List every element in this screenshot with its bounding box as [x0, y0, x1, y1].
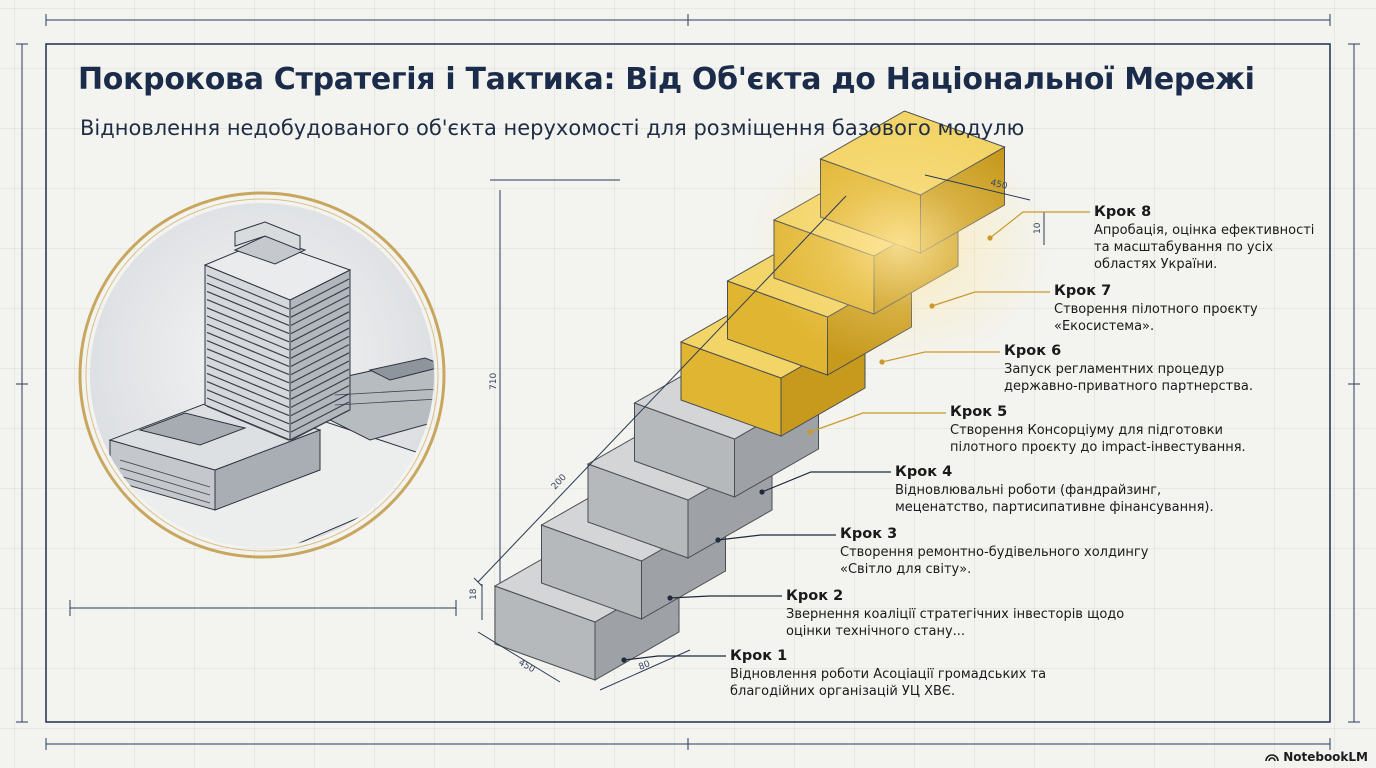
brand-notebooklm: NotebookLM	[1265, 750, 1368, 764]
step-6-description: Запуск регламентних процедур державно-пр…	[1004, 362, 1254, 394]
leader-dot-step-8	[987, 235, 993, 241]
leader-dot-step-3	[715, 537, 721, 543]
brand-label: NotebookLM	[1283, 750, 1368, 764]
dim-label-top-height: 10	[1033, 222, 1043, 234]
notebooklm-logo-icon	[1265, 754, 1279, 762]
step-2: Крок 2 Звернення коаліції стратегічних ін…	[786, 587, 1124, 640]
step-3-description: Створення ремонтно-будівельного холдингу…	[840, 545, 1149, 577]
stair-dimensions	[473, 174, 1045, 691]
leader-step-6	[881, 351, 1000, 363]
step-7-description: Створення пілотного проєкту «Екосистема»…	[1054, 302, 1258, 334]
step-2-label: Крок 2	[786, 588, 844, 604]
leader-dot-step-2	[667, 595, 673, 601]
gold-glow	[750, 125, 1050, 365]
leader-step-1	[623, 655, 726, 661]
step-5-label: Крок 5	[950, 404, 1008, 420]
leader-step-4	[761, 471, 891, 493]
dim-label-riser: 18	[469, 588, 479, 600]
leader-dot-step-1	[621, 657, 627, 663]
dim-label-height: 710	[489, 373, 499, 390]
step-4-label: Крок 4	[895, 464, 953, 480]
step-1-label: Крок 1	[730, 648, 788, 664]
leader-step-7	[931, 291, 1050, 307]
step-8-description: Апробація, оцінка ефективності та масшта…	[1094, 223, 1315, 272]
leader-dot-step-4	[759, 489, 765, 495]
left-dimension-lines	[69, 179, 620, 616]
leader-step-3	[717, 534, 836, 541]
step-8-label: Крок 8	[1094, 204, 1152, 220]
step-1: Крок 1 Відновлення роботи Асоціації грома…	[730, 647, 1046, 700]
step-3-label: Крок 3	[840, 526, 898, 542]
building-illustration	[78, 191, 446, 559]
step-1-description: Відновлення роботи Асоціації громадських…	[730, 667, 1047, 699]
page-title: Покрокова Стратегія і Тактика: Від Об'єк…	[78, 62, 1255, 97]
step-4-description: Відновлювальні роботи (фандрайзинг, меце…	[895, 483, 1214, 515]
step-4: Крок 4 Відновлювальні роботи (фандрайзинг…	[895, 463, 1214, 516]
leader-step-2	[669, 595, 782, 599]
step-7-label: Крок 7	[1054, 283, 1112, 299]
blueprint-frame	[16, 14, 1360, 750]
step-5-description: Створення Консорціуму для підготовки піл…	[950, 423, 1246, 455]
step-2-description: Звернення коаліції стратегічних інвестор…	[786, 607, 1125, 639]
leader-dot-step-7	[929, 303, 935, 309]
page-subtitle: Відновлення недобудованого об'єкта нерух…	[80, 116, 1025, 140]
step-7: Крок 7 Створення пілотного проєкту «Екоси…	[1054, 282, 1258, 335]
step-8: Крок 8 Апробація, оцінка ефективності та …	[1094, 203, 1314, 273]
step-6-label: Крок 6	[1004, 343, 1062, 359]
dim-label-top: 450	[989, 178, 1008, 192]
step-5: Крок 5 Створення Консорціуму для підготов…	[950, 403, 1246, 456]
leader-lines	[621, 211, 1090, 663]
leader-step-8	[989, 211, 1090, 239]
dim-label-depth: 80	[637, 659, 652, 673]
step-6: Крок 6 Запуск регламентних процедур держа…	[1004, 342, 1253, 395]
leader-dot-step-5	[807, 429, 813, 435]
leader-dot-step-6	[879, 359, 885, 365]
step-3: Крок 3 Створення ремонтно-будівельного хо…	[840, 525, 1148, 578]
leader-step-5	[809, 412, 946, 433]
